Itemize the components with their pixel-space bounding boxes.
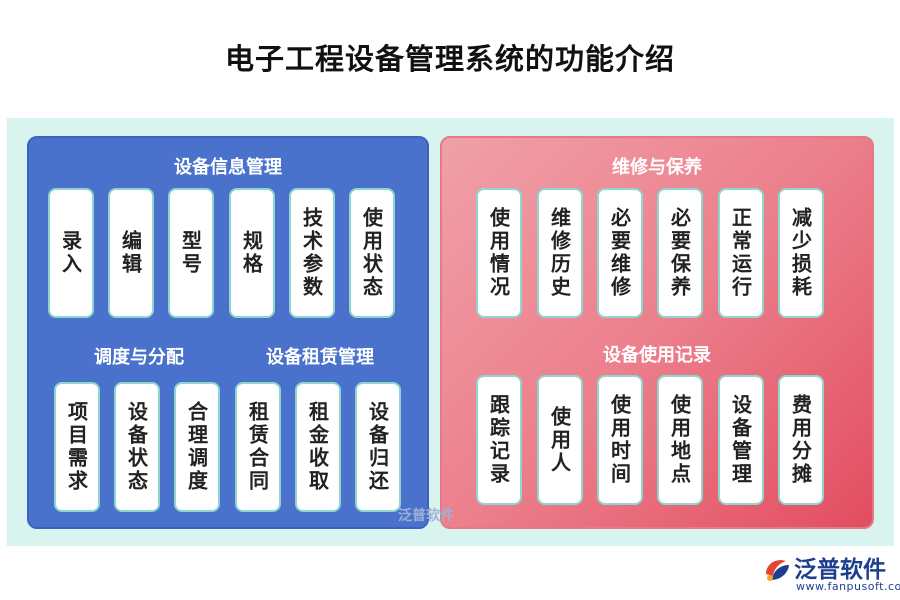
card-usage-4: 使用地点 bbox=[657, 375, 703, 505]
card-rental-1: 租赁合同 bbox=[235, 382, 281, 512]
card-maintenance-2: 维修历史 bbox=[537, 188, 583, 318]
card-label: 维修历史 bbox=[547, 207, 572, 299]
section-title-usage-records: 设备使用记录 bbox=[603, 345, 711, 366]
logo-name: 泛普软件 bbox=[794, 557, 886, 583]
card-label: 使用地点 bbox=[667, 394, 692, 486]
card-label: 使用人 bbox=[547, 405, 572, 475]
card-usage-2: 使用人 bbox=[537, 375, 583, 505]
logo-url: www.fanpusoft.com bbox=[796, 580, 900, 593]
card-usage-6: 费用分摊 bbox=[778, 375, 824, 505]
section-title-rental: 设备租赁管理 bbox=[266, 347, 374, 368]
card-label: 减少损耗 bbox=[788, 207, 813, 299]
card-label: 租赁合同 bbox=[245, 401, 270, 493]
card-dispatch-3: 合理调度 bbox=[174, 382, 220, 512]
section-title-device-info: 设备信息管理 bbox=[174, 157, 282, 178]
card-device-info-2: 编辑 bbox=[108, 188, 154, 318]
card-label: 必要保养 bbox=[667, 207, 692, 299]
card-maintenance-5: 正常运行 bbox=[718, 188, 764, 318]
card-label: 设备管理 bbox=[728, 394, 753, 486]
card-label: 使用状态 bbox=[359, 207, 384, 299]
card-label: 技术参数 bbox=[299, 207, 324, 299]
card-label: 费用分摊 bbox=[788, 394, 813, 486]
card-maintenance-1: 使用情况 bbox=[476, 188, 522, 318]
card-device-info-3: 型号 bbox=[168, 188, 214, 318]
card-device-info-6: 使用状态 bbox=[349, 188, 395, 318]
card-label: 租金收取 bbox=[305, 401, 330, 493]
card-label: 使用情况 bbox=[486, 207, 511, 299]
card-label: 正常运行 bbox=[728, 207, 753, 299]
card-rental-3: 设备归还 bbox=[355, 382, 401, 512]
card-dispatch-2: 设备状态 bbox=[114, 382, 160, 512]
card-label: 使用时间 bbox=[607, 394, 632, 486]
card-usage-3: 使用时间 bbox=[597, 375, 643, 505]
fanpu-logo-icon bbox=[766, 560, 789, 581]
card-rental-2: 租金收取 bbox=[295, 382, 341, 512]
section-title-dispatch: 调度与分配 bbox=[94, 347, 184, 368]
card-dispatch-1: 项目需求 bbox=[54, 382, 100, 512]
card-usage-1: 跟踪记录 bbox=[476, 375, 522, 505]
card-device-info-5: 技术参数 bbox=[289, 188, 335, 318]
card-label: 跟踪记录 bbox=[486, 394, 511, 486]
section-title-maintenance: 维修与保养 bbox=[612, 157, 702, 178]
card-label: 合理调度 bbox=[184, 401, 209, 493]
card-device-info-1: 录入 bbox=[48, 188, 94, 318]
card-label: 设备状态 bbox=[124, 401, 149, 493]
card-label: 规格 bbox=[239, 230, 264, 276]
page-title: 电子工程设备管理系统的功能介绍 bbox=[224, 42, 675, 76]
card-label: 编辑 bbox=[118, 230, 143, 276]
card-label: 录入 bbox=[58, 230, 83, 276]
card-label: 项目需求 bbox=[64, 401, 89, 493]
card-label: 设备归还 bbox=[365, 401, 390, 493]
card-maintenance-4: 必要保养 bbox=[657, 188, 703, 318]
card-usage-5: 设备管理 bbox=[718, 375, 764, 505]
card-label: 必要维修 bbox=[607, 207, 632, 299]
watermark-text: 泛普软件 bbox=[398, 508, 454, 524]
card-device-info-4: 规格 bbox=[229, 188, 275, 318]
card-maintenance-6: 减少损耗 bbox=[778, 188, 824, 318]
brand-logo: 泛普软件 www.fanpusoft.com bbox=[762, 550, 900, 596]
card-maintenance-3: 必要维修 bbox=[597, 188, 643, 318]
card-label: 型号 bbox=[178, 230, 203, 276]
